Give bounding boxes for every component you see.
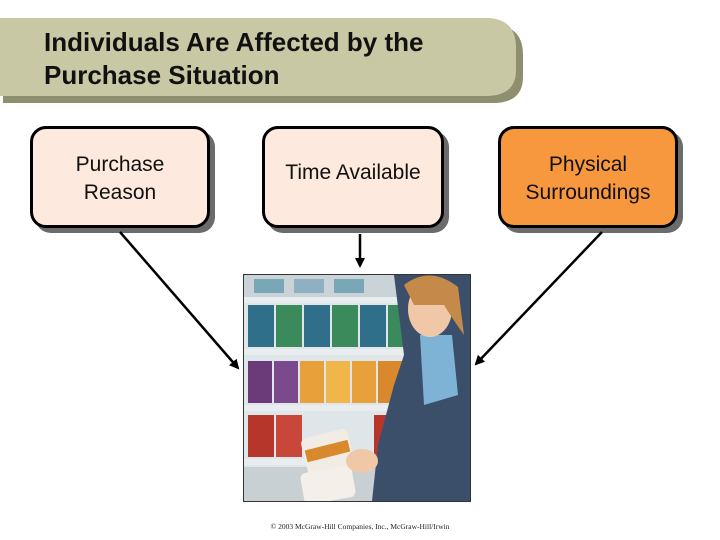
- title-band: [0, 18, 523, 103]
- time-available-box: Time Available: [262, 126, 444, 228]
- physical-surroundings-label: Physical Surroundings: [525, 153, 651, 204]
- physical-surroundings-box: Physical Surroundings: [498, 126, 678, 228]
- page-title: Individuals Are Affected by the Purchase…: [44, 27, 424, 90]
- purchase-reason-label: Purchase Reason: [75, 153, 165, 204]
- copyright-notice: © 2003 McGraw-Hill Companies, Inc., McGr…: [270, 522, 450, 531]
- arrow-left: [119, 231, 240, 370]
- purchase-reason-box: Purchase Reason: [30, 126, 210, 228]
- shopper-photo: [243, 274, 471, 502]
- arrow-right: [474, 231, 603, 366]
- time-available-label: Time Available: [285, 161, 421, 184]
